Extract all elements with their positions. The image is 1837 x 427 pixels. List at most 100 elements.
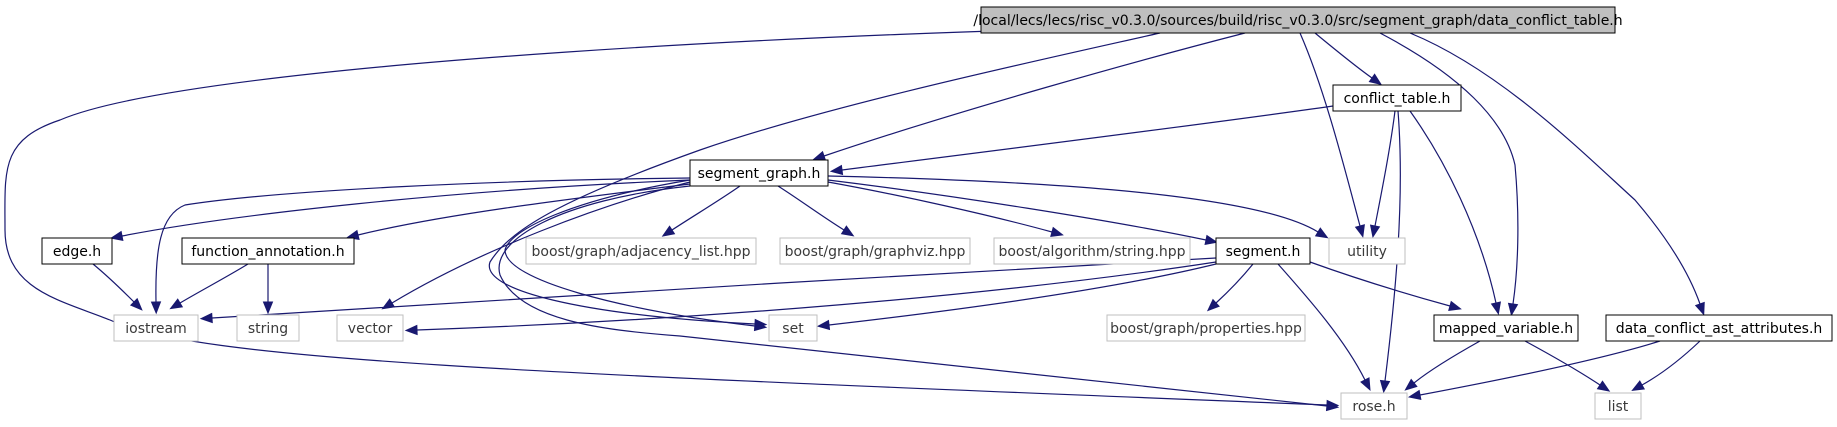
edge-line xyxy=(1215,263,1254,304)
node-label: boost/algorithm/string.hpp xyxy=(998,244,1185,260)
edge-data-conflict-ast-to-list xyxy=(1631,340,1701,392)
edge-line xyxy=(1277,263,1366,381)
arrowhead xyxy=(150,301,162,315)
edges-layer xyxy=(4,26,1705,412)
edge-segment-graph-to-segment xyxy=(827,179,1219,246)
arrowhead xyxy=(1448,300,1462,311)
arrowhead xyxy=(1596,380,1611,392)
node-label: boost/graph/properties.hpp xyxy=(1110,321,1302,337)
arrowhead xyxy=(1206,298,1220,312)
edge-line xyxy=(211,257,1217,319)
node-iostream[interactable]: iostream xyxy=(113,314,199,342)
edge-segment-to-vector xyxy=(404,261,1217,336)
arrowhead xyxy=(169,298,184,310)
edge-line xyxy=(827,181,1053,233)
node-label: segment.h xyxy=(1226,244,1301,260)
arrowhead xyxy=(1490,301,1502,316)
edge-segment-to-iostream xyxy=(199,257,1217,324)
edge-segment-to-properties xyxy=(1206,263,1254,312)
edge-line xyxy=(416,261,1217,331)
arrowhead xyxy=(1314,227,1329,239)
edge-line xyxy=(827,175,1319,233)
arrowhead xyxy=(1360,377,1371,391)
edge-line xyxy=(1309,261,1451,307)
edge-line xyxy=(357,183,691,236)
node-boost-graph-adjacency-list-hpp[interactable]: boost/graph/adjacency_list.hpp xyxy=(525,237,757,265)
edge-line xyxy=(1419,340,1661,396)
edge-line xyxy=(1641,340,1701,386)
node-label: function_annotation.h xyxy=(191,244,344,260)
edge-line xyxy=(155,177,691,303)
node-label: iostream xyxy=(125,321,187,337)
arrowhead xyxy=(381,298,396,310)
edge-root-to-utility xyxy=(1299,32,1365,238)
edge-line xyxy=(828,263,1217,326)
arrowhead xyxy=(1050,226,1064,237)
node-boost-graph-properties-hpp[interactable]: boost/graph/properties.hpp xyxy=(1106,314,1306,342)
node-boost-algorithm-string-hpp[interactable]: boost/algorithm/string.hpp xyxy=(993,237,1191,265)
node-label: utility xyxy=(1347,244,1387,260)
edge-line xyxy=(1299,32,1361,227)
edge-line xyxy=(179,263,249,304)
arrowhead xyxy=(1204,234,1219,246)
node-label: edge.h xyxy=(53,244,101,260)
arrowhead xyxy=(1369,224,1381,239)
edge-line xyxy=(4,26,1328,406)
edge-root-to-mapped-variable xyxy=(1379,32,1519,317)
arrowhead xyxy=(1379,379,1391,394)
arrowhead xyxy=(1368,73,1383,86)
edge-segment-graph-to-iostream xyxy=(150,177,691,315)
node-list[interactable]: list xyxy=(1594,392,1642,420)
node-rose-h[interactable]: rose.h xyxy=(1340,392,1408,420)
edge-function-annotation-to-string xyxy=(262,264,274,315)
edge-line xyxy=(823,32,1246,157)
node-set[interactable]: set xyxy=(768,314,818,342)
arrowhead xyxy=(262,301,274,315)
arrowhead xyxy=(1407,389,1422,401)
edge-root-to-segment-graph xyxy=(812,32,1246,161)
arrowhead xyxy=(829,164,844,176)
node-boost-graph-graphviz-hpp[interactable]: boost/graph/graphviz.hpp xyxy=(779,237,971,265)
edge-conflict-table-to-utility xyxy=(1369,110,1396,239)
node-mapped-variable-h[interactable]: mapped_variable.h xyxy=(1433,314,1579,342)
node-edge-h[interactable]: edge.h xyxy=(41,237,113,265)
node-segment-h[interactable]: segment.h xyxy=(1215,237,1311,265)
edge-segment-graph-to-vector xyxy=(381,181,691,310)
edge-segment-to-set xyxy=(816,263,1217,331)
arrowhead xyxy=(840,225,855,237)
edge-line xyxy=(841,105,1334,171)
edge-segment-graph-to-graphviz xyxy=(777,185,855,237)
arrowhead xyxy=(1404,378,1418,391)
edge-mapped-variable-to-list xyxy=(1524,340,1611,392)
edge-line xyxy=(1409,110,1497,304)
node-label: /local/lecs/lecs/risc_v0.3.0/sources/bui… xyxy=(973,13,1622,29)
edge-conflict-table-to-mapped-variable xyxy=(1409,110,1502,316)
node-vector[interactable]: vector xyxy=(336,314,404,342)
node-label: boost/graph/graphviz.hpp xyxy=(785,244,966,260)
arrowhead xyxy=(753,320,768,332)
edge-line xyxy=(488,32,1161,325)
node-data-conflict-table-h[interactable]: /local/lecs/lecs/risc_v0.3.0/sources/bui… xyxy=(973,6,1623,34)
node-conflict-table-h[interactable]: conflict_table.h xyxy=(1332,84,1462,112)
arrowhead xyxy=(1694,301,1705,316)
node-label: list xyxy=(1608,399,1629,415)
arrowhead xyxy=(816,319,831,331)
edge-segment-graph-to-edge xyxy=(109,179,691,242)
node-label: conflict_table.h xyxy=(1344,91,1451,107)
node-function-annotation-h[interactable]: function_annotation.h xyxy=(181,237,355,265)
node-string[interactable]: string xyxy=(236,314,300,342)
node-segment-graph-h[interactable]: segment_graph.h xyxy=(689,159,829,187)
node-data-conflict-ast-attributes-h[interactable]: data_conflict_ast_attributes.h xyxy=(1605,314,1833,342)
edge-conflict-table-to-segment-graph xyxy=(829,105,1334,176)
edge-segment-graph-to-rose xyxy=(498,185,1340,412)
edge-segment-graph-to-utility xyxy=(827,175,1329,239)
arrowhead xyxy=(1354,224,1365,238)
edge-line xyxy=(504,179,756,327)
edge-line xyxy=(1314,32,1373,79)
edge-root-to-conflict-table xyxy=(1314,32,1383,86)
arrowhead xyxy=(199,312,213,324)
node-utility[interactable]: utility xyxy=(1328,237,1406,265)
arrowhead xyxy=(812,150,827,161)
edge-line xyxy=(391,181,691,304)
